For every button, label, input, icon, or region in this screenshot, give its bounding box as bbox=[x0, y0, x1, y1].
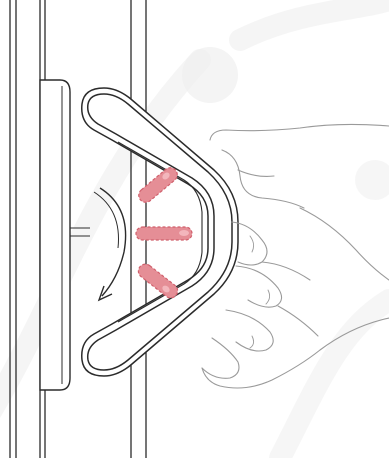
hand-finger-2 bbox=[236, 266, 282, 307]
hand-finger-3 bbox=[226, 310, 273, 351]
lever-positions bbox=[136, 165, 192, 301]
hand-upper-outline bbox=[210, 124, 389, 140]
lever-position-down bbox=[136, 261, 181, 300]
lever-position-middle bbox=[136, 227, 192, 240]
hand-finger-4 bbox=[202, 338, 239, 378]
lever-position-up bbox=[136, 165, 180, 205]
